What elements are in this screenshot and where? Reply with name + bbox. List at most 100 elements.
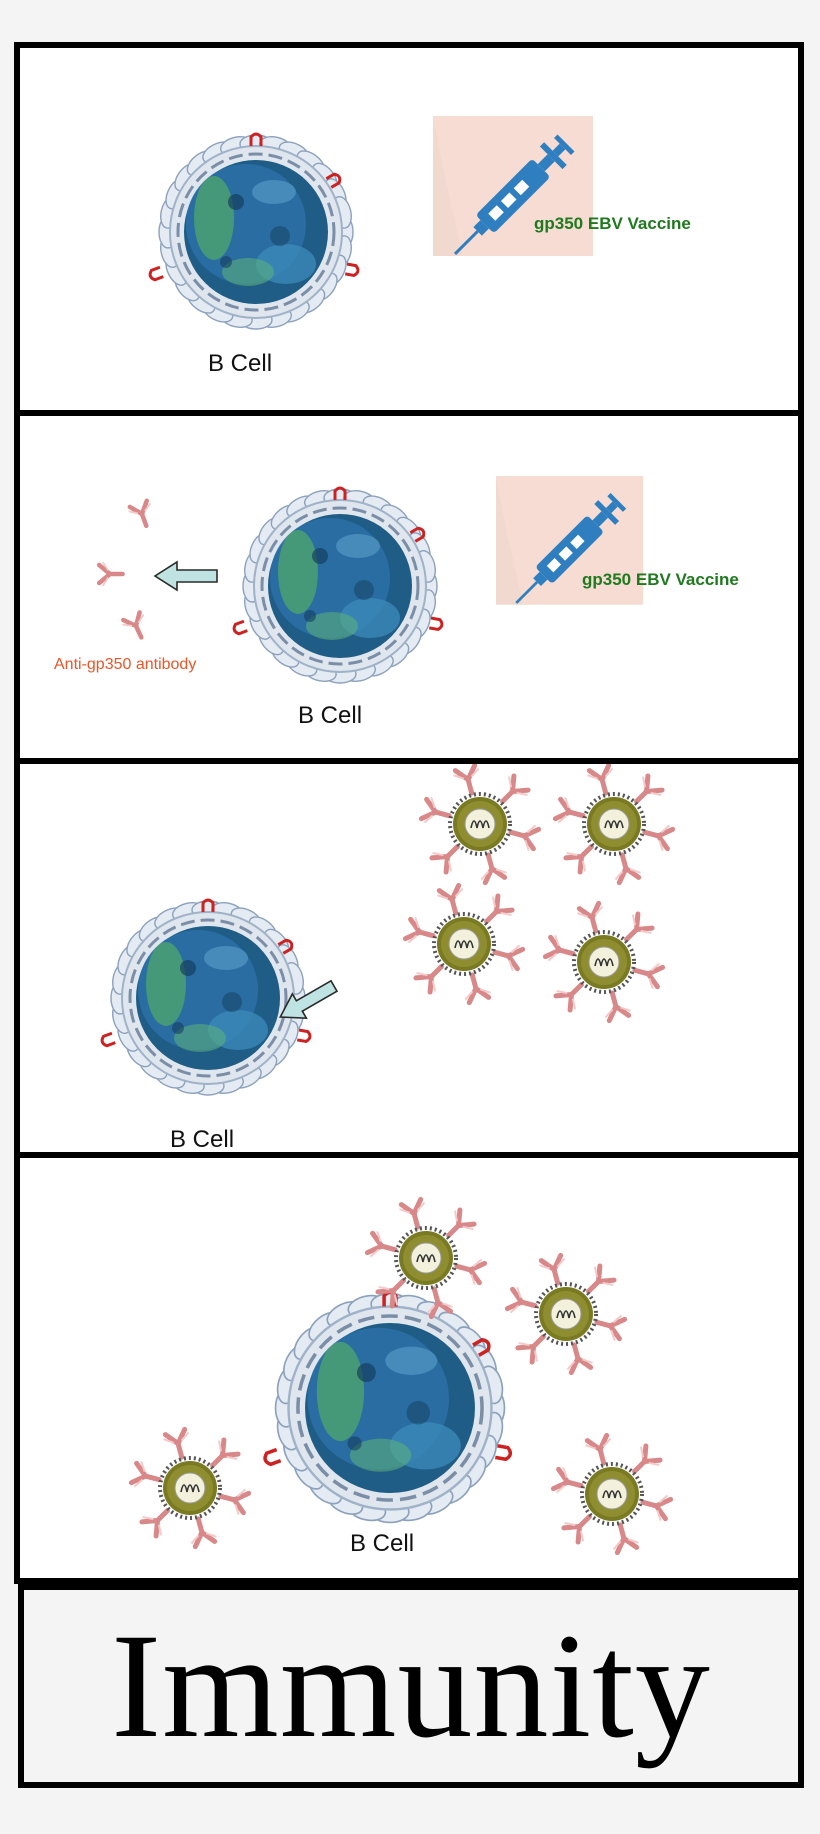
antibody [632,1443,663,1474]
syringe-body [453,134,575,256]
membrane [274,1292,506,1524]
antibody-coated-virus [128,1426,252,1550]
receptor-icon [249,132,263,146]
panel-vaccination: B Cell gp350 EBV Vaccine [14,42,804,416]
antibody [121,610,145,640]
antibody [584,1432,612,1466]
panel-3-art [100,764,676,1096]
antibody [550,1466,584,1494]
b-cell [148,132,360,330]
antibody [500,773,531,804]
antibody [561,1514,592,1545]
antibody-label: Anti-gp350 antibody [54,656,197,673]
antibody [162,1426,190,1460]
receptor-icon [100,1031,116,1048]
antibody [218,1488,252,1516]
panel-virus-neutralization: B Cell [14,758,804,1158]
receptor-icon [263,1447,282,1467]
antibody-coated-virus [504,1252,628,1376]
antibody [640,1494,674,1522]
antibody [402,916,436,944]
antibody [508,824,542,852]
b-cell [263,1290,513,1524]
antibody [96,561,125,587]
antibody [576,900,604,934]
b-cell-label: B Cell [208,350,273,377]
antibody [454,1258,488,1286]
syringe-icon [433,116,593,256]
antibody [594,1314,628,1342]
receptor-icon [472,1337,491,1357]
antibody [632,962,666,990]
title-box: Immunity [18,1584,804,1788]
antibody [364,1230,398,1258]
receptor-icon [428,616,444,632]
antibody [624,911,655,942]
receptor-icon [333,486,347,500]
antibody [210,1437,241,1468]
antibody [413,964,444,995]
antibody [375,1278,406,1309]
antibody-coated-virus [552,764,676,886]
panel-antibody-production: Anti-gp350 antibody B Cell gp350 EBV Vac… [14,410,804,764]
receptor-icon [277,938,294,955]
b-cell-label: B Cell [350,1530,415,1557]
antibody-coated-virus [542,900,666,1024]
antibody [586,1263,617,1294]
antibody [429,844,460,875]
antibody [504,1286,538,1314]
antibody [612,1522,640,1556]
antibody [634,773,665,804]
b-cell [100,898,312,1096]
panel-immunity: B Cell [14,1152,804,1584]
b-cell-label: B Cell [170,1126,235,1153]
arrow-left [153,560,218,592]
antibody [398,1196,426,1230]
antibody [542,934,576,962]
antibody-coated-virus [550,1432,674,1556]
antibody [418,796,452,824]
antibody [446,1207,477,1238]
receptor-icon [325,172,342,189]
panel-1-art [148,116,593,330]
vaccine-label: gp350 EBV Vaccine [582,570,739,589]
b-cell-label: B Cell [298,702,363,729]
antibody [586,764,614,796]
receptor-icon [494,1444,513,1462]
panel-2-art [96,476,644,684]
receptor-icon [296,1028,312,1044]
syringe-icon [496,476,644,605]
vaccine-label: gp350 EBV Vaccine [534,214,691,233]
antibody [480,852,508,886]
antibody [452,764,480,796]
antibody [563,844,594,875]
antibody [139,1508,170,1539]
syringe-body [515,493,627,604]
antibody [552,796,586,824]
antibody [614,852,642,886]
receptor-icon [201,898,215,912]
title: Immunity [111,1603,711,1769]
antibody [128,1460,162,1488]
antibody [604,990,632,1024]
receptor-icon [409,526,426,543]
arrow-left [279,979,339,1019]
receptor-icon [344,262,360,278]
panel-4-art [128,1196,674,1556]
antibody-coated-virus [402,882,526,1006]
antibody [464,972,492,1006]
antibody-coated-virus [418,764,542,886]
antibody [127,498,152,529]
antibody [538,1252,566,1286]
antibody [484,893,515,924]
antibody [436,882,464,916]
antibody [515,1334,546,1365]
antibody [426,1286,454,1320]
antibody [553,982,584,1013]
antibody [492,944,526,972]
antibody-coated-virus [364,1196,488,1320]
antibody [566,1342,594,1376]
receptor-icon [148,265,164,282]
antibody [642,824,676,852]
